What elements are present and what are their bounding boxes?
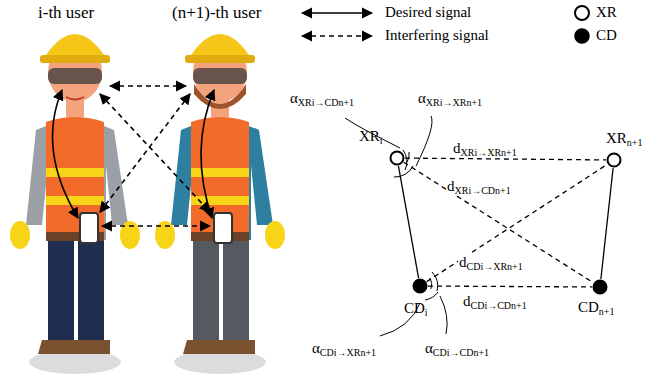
interfering-link: [428, 285, 592, 287]
node-circle: [412, 278, 428, 294]
angle-label: αXRi→CDn+1: [290, 90, 354, 108]
xr-node: [606, 152, 622, 168]
node-label: XRn+1: [606, 130, 642, 148]
user-title: i-th user: [38, 4, 94, 23]
user-title: (n+1)-th user: [172, 4, 261, 23]
angle-label: αCDi→XRn+1: [312, 340, 376, 358]
distance-label: dCDi→XRn+1: [458, 254, 524, 272]
angle-marks: [345, 116, 447, 336]
desired-link: [601, 168, 613, 279]
worker-i: [10, 34, 140, 354]
legend-text: Desired signal: [385, 4, 471, 21]
node-label: CDn+1: [578, 299, 614, 317]
xr-node: [389, 150, 405, 166]
cd-node: [592, 279, 608, 295]
signal-arrows: [53, 86, 214, 226]
worker-n1: [155, 34, 285, 354]
distance-label: dXRi→XRn+1: [452, 140, 518, 158]
node-label: CDi: [404, 300, 428, 318]
node-label: XRi: [359, 128, 383, 146]
angle-label: αXRi→XRn+1: [418, 90, 482, 108]
cd-node: [412, 278, 428, 294]
node-circle: [592, 279, 608, 295]
distance-label: dCDi→CDn+1: [462, 293, 528, 311]
legend-text: XR: [596, 4, 617, 21]
legend-text: CD: [596, 27, 617, 44]
distance-label: dXRi→CDn+1: [446, 178, 512, 196]
interfering-link: [427, 164, 608, 281]
legend-text: Interfering signal: [385, 27, 489, 44]
desired-link: [398, 166, 418, 278]
interfering-link: [404, 162, 593, 282]
node-circle: [389, 150, 405, 166]
node-circle: [606, 152, 622, 168]
angle-label: αCDi→CDn+1: [425, 340, 489, 358]
interfering-link: [405, 158, 606, 160]
